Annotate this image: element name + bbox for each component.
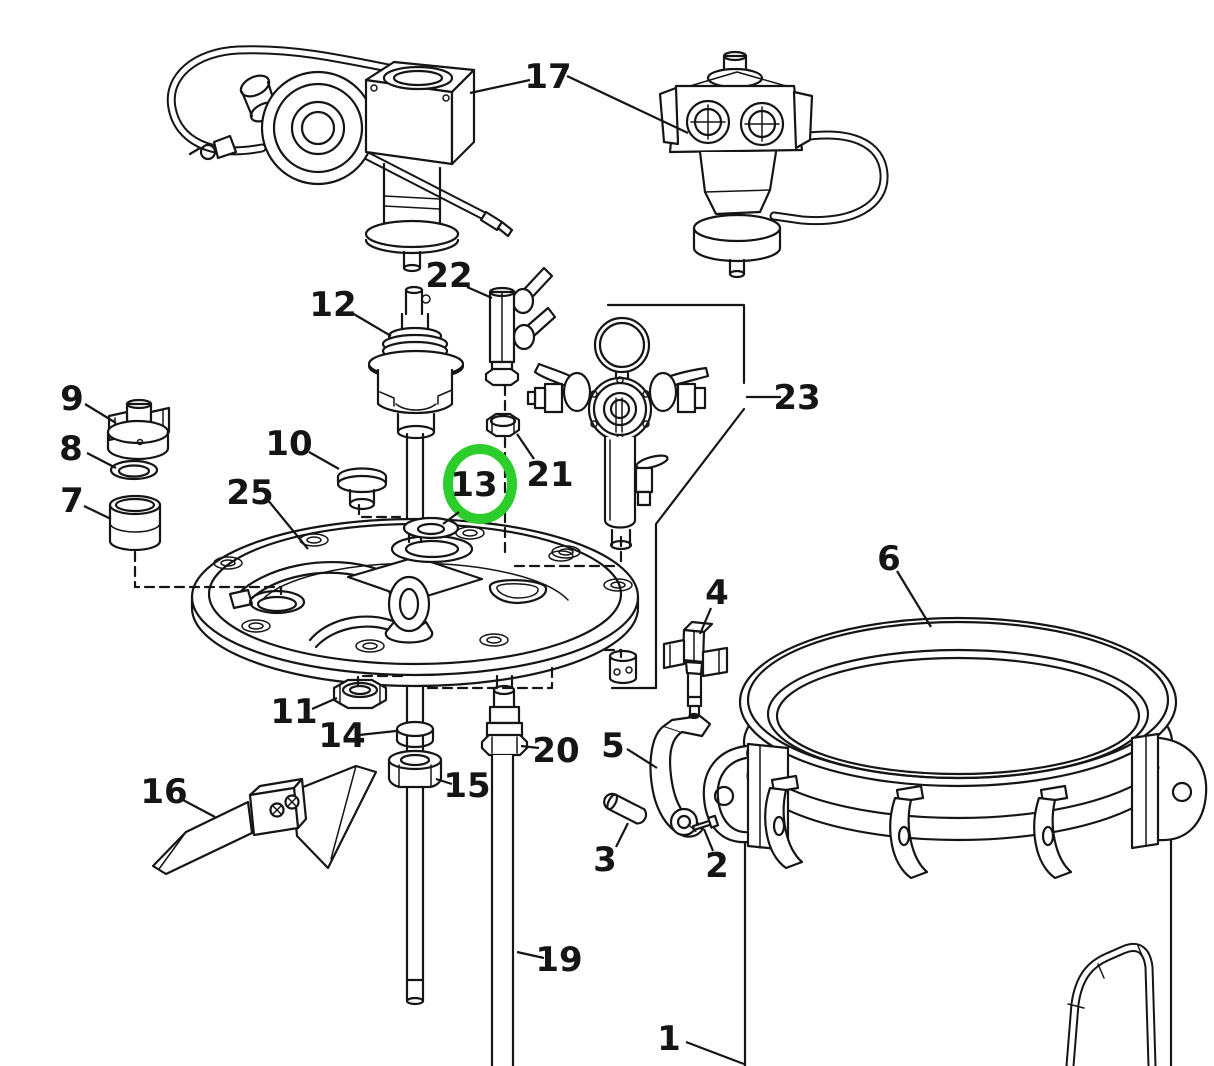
clamp-pin-3: [603, 792, 648, 825]
leader-line-part-20: [520, 744, 540, 750]
part-callout-10: 10: [265, 424, 312, 464]
highlight-circle-part-13: [443, 444, 517, 524]
cap-10: [336, 467, 388, 511]
part-callout-23: 23: [773, 378, 820, 418]
part-callout-17: 17: [524, 57, 571, 97]
assembly-23-bracket: [606, 303, 746, 690]
agitator-motor-assembly: [166, 45, 514, 273]
part-callout-4: 4: [705, 573, 729, 613]
part-callout-14: 14: [318, 716, 365, 756]
coupler-9: [106, 398, 171, 461]
part-callout-11: 11: [270, 692, 317, 732]
agitator-shaft-lower: [405, 684, 425, 1003]
hex-nut-15: [387, 749, 443, 789]
leader-line-part-19: [516, 950, 545, 960]
part-callout-6: 6: [877, 539, 901, 579]
part-callout-5: 5: [601, 726, 625, 766]
drain-valve-22: [484, 266, 557, 387]
part-callout-9: 9: [60, 379, 84, 419]
leader-line-part-14: [358, 729, 397, 737]
part-callout-13: 13: [450, 465, 497, 505]
ring-nut-11: [332, 678, 388, 710]
assembly-guide-lines: [133, 384, 623, 690]
leader-line-part-16: [182, 799, 216, 818]
washer-14: [395, 720, 435, 749]
part-callout-20: 20: [532, 731, 579, 771]
leader-line-part-17: [566, 75, 689, 134]
leader-line-part-7: [83, 505, 112, 520]
part-callout-19: 19: [535, 940, 582, 980]
leader-line-part-3: [615, 822, 629, 848]
part-callout-2: 2: [705, 846, 729, 886]
part-callout-3: 3: [593, 840, 617, 880]
pressure-gauge: [593, 316, 651, 374]
part-callout-12: 12: [309, 285, 356, 325]
lid-clamp-5: [649, 714, 712, 838]
air-fitting-4: [662, 620, 729, 720]
leader-line-part-5: [626, 748, 658, 769]
part-callout-7: 7: [60, 481, 84, 521]
leader-line-part-21: [516, 433, 535, 460]
part-callout-21: 21: [526, 455, 573, 495]
cup-7: [108, 494, 162, 552]
leader-line-part-9: [84, 403, 117, 424]
leader-line-part-8: [86, 452, 117, 469]
leader-line-part-22: [466, 285, 493, 300]
part-callout-15: 15: [443, 766, 490, 806]
leader-line-part-12: [351, 312, 392, 337]
leader-line-part-17: [469, 78, 531, 95]
leader-line-part-10: [308, 451, 340, 470]
part-callout-22: 22: [425, 256, 472, 296]
air-motor-assembly: [658, 50, 889, 279]
tank-handle: [1065, 942, 1157, 1066]
leader-line-part-6: [896, 570, 932, 628]
lid-washer-13: [402, 516, 460, 540]
leader-line-part-11: [311, 696, 338, 711]
leader-line-part-15: [435, 777, 453, 786]
lid-gasket-ring: [738, 616, 1178, 788]
leader-line-part-4: [698, 607, 713, 635]
part-callout-16: 16: [140, 772, 187, 812]
clamp-screw-2: [687, 814, 720, 833]
agitator-shaft-upper: [405, 432, 425, 521]
leader-line-part-1: [685, 1040, 745, 1066]
part-callout-1: 1: [657, 1019, 681, 1059]
tank-lid-25: [190, 516, 640, 688]
agitator-propeller-16: [151, 764, 378, 876]
part-callout-8: 8: [59, 429, 83, 469]
hex-nut-21: [485, 412, 521, 438]
gasket-8: [109, 459, 159, 481]
leader-line-part-2: [702, 828, 715, 852]
agitator-shaft-tip: [405, 996, 425, 1006]
part-callout-25: 25: [226, 473, 273, 513]
fluid-tube-19-20: [480, 674, 529, 1066]
air-regulator-assembly-23: [526, 316, 710, 685]
leader-line-part-13: [442, 511, 460, 525]
leader-line-part-25: [266, 498, 309, 550]
bearing-assembly-12: [367, 285, 465, 440]
